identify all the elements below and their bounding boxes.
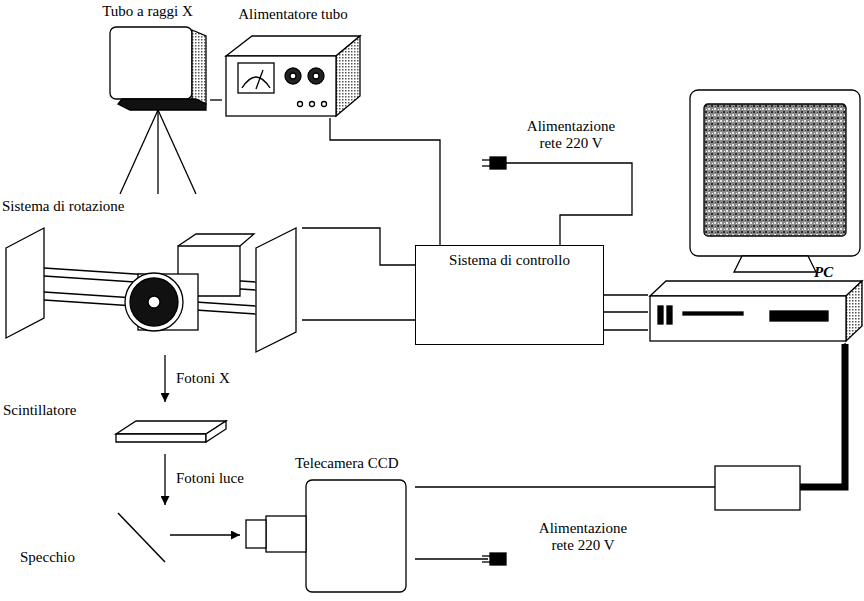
mains-plug	[482, 561, 490, 562]
power-supply	[290, 73, 296, 79]
cable-line	[604, 311, 648, 312]
mains-plug	[482, 159, 490, 160]
interface-box	[800, 344, 845, 487]
component-label: Alimentazione rete 220 V	[518, 118, 624, 152]
rotation-stage	[6, 228, 44, 338]
cable-line	[210, 99, 222, 100]
mains-plug	[490, 157, 506, 169]
cable-line	[415, 558, 488, 559]
xray-tube	[192, 30, 206, 104]
pc-computer	[734, 256, 816, 272]
power-supply	[226, 56, 336, 116]
pc-node: PC	[648, 88, 862, 343]
photon-arrow	[164, 454, 165, 505]
power-supply	[298, 102, 303, 107]
pc-computer	[650, 281, 862, 296]
pc-computer	[650, 90, 862, 341]
component-label: Scintillatore	[3, 402, 111, 419]
component-label: Alimentazione rete 220 V	[530, 520, 636, 554]
mains-plug	[482, 157, 632, 171]
pc-computer	[846, 281, 862, 341]
mains-plug	[482, 553, 506, 565]
power-supply	[242, 77, 270, 88]
power-supply	[256, 70, 263, 89]
mains-plug	[482, 555, 490, 556]
interface-box	[715, 466, 800, 510]
power-supply	[285, 68, 301, 84]
xray-tube	[118, 99, 206, 110]
component-label: Alimentatore tubo	[222, 6, 364, 23]
cable-line	[302, 228, 415, 265]
rotation-stage	[6, 228, 296, 352]
cable-line	[330, 118, 440, 245]
component-label: Sistema di rotazione	[2, 198, 172, 215]
supply-node: Alimentatore tubo	[222, 6, 364, 118]
scintillator-plate	[116, 421, 226, 442]
rotation-stage	[178, 234, 254, 246]
mirror-node: Specchio	[20, 505, 170, 571]
rotation-stage	[256, 228, 296, 352]
power-supply	[322, 102, 327, 107]
xray-tube	[157, 110, 158, 194]
xray-tube	[158, 110, 196, 194]
cable-line	[604, 329, 648, 330]
scintillator-plate	[116, 434, 206, 442]
photon-arrow	[164, 355, 165, 402]
pc-computer	[704, 104, 846, 236]
pc-computer	[658, 306, 663, 324]
mirror	[118, 513, 165, 562]
mains-node: Alimentazione rete 220 V	[478, 116, 638, 171]
xray-tube	[110, 27, 192, 99]
power-supply	[310, 102, 315, 107]
power-supply	[226, 36, 360, 116]
rotation-node: Sistema di rotazione	[2, 198, 302, 355]
scintillator-plate	[206, 421, 226, 442]
xray-tube	[110, 27, 206, 194]
scintillator-node: Scintillatore	[3, 402, 228, 454]
photon-arrow	[170, 534, 240, 535]
control-box: Sistema di controllo	[415, 245, 604, 345]
pc-computer	[667, 306, 672, 324]
pc-computer	[690, 90, 860, 256]
mains-node: Alimentazione rete 220 V	[488, 518, 658, 570]
component-label: Specchio	[20, 549, 110, 566]
pc-computer	[683, 312, 743, 315]
xray-tube	[120, 110, 158, 194]
tube-node: Tubo a raggi X	[85, 3, 210, 108]
mains-plug	[482, 165, 490, 166]
ccd-camera	[266, 516, 306, 552]
cable-line	[560, 171, 632, 245]
rotation-stage	[130, 278, 178, 326]
rotation-stage	[148, 296, 160, 308]
pc-computer	[770, 311, 828, 321]
cable-line	[604, 294, 648, 295]
pc-computer	[650, 296, 846, 341]
component-label: Telecamera CCD	[295, 455, 415, 472]
camera-node: Telecamera CCD	[240, 455, 415, 595]
ccd-camera	[246, 520, 266, 548]
edge-label: Fotoni X	[174, 370, 232, 387]
component-label: Tubo a raggi X	[85, 3, 210, 20]
component-label: Sistema di controllo	[416, 252, 603, 269]
power-supply	[308, 68, 324, 84]
mirror	[118, 513, 165, 562]
rotation-stage	[125, 273, 183, 331]
cable-line	[302, 319, 415, 320]
edge-label: Fotoni luce	[174, 470, 246, 487]
ccd-camera	[246, 480, 406, 592]
ccd-camera	[306, 480, 406, 592]
interface-box	[715, 344, 845, 510]
mains-plug	[490, 553, 506, 565]
power-supply	[313, 73, 319, 79]
power-supply	[336, 36, 360, 116]
mains-plug	[506, 163, 632, 171]
power-supply	[238, 63, 274, 93]
component-label: PC	[814, 264, 844, 281]
